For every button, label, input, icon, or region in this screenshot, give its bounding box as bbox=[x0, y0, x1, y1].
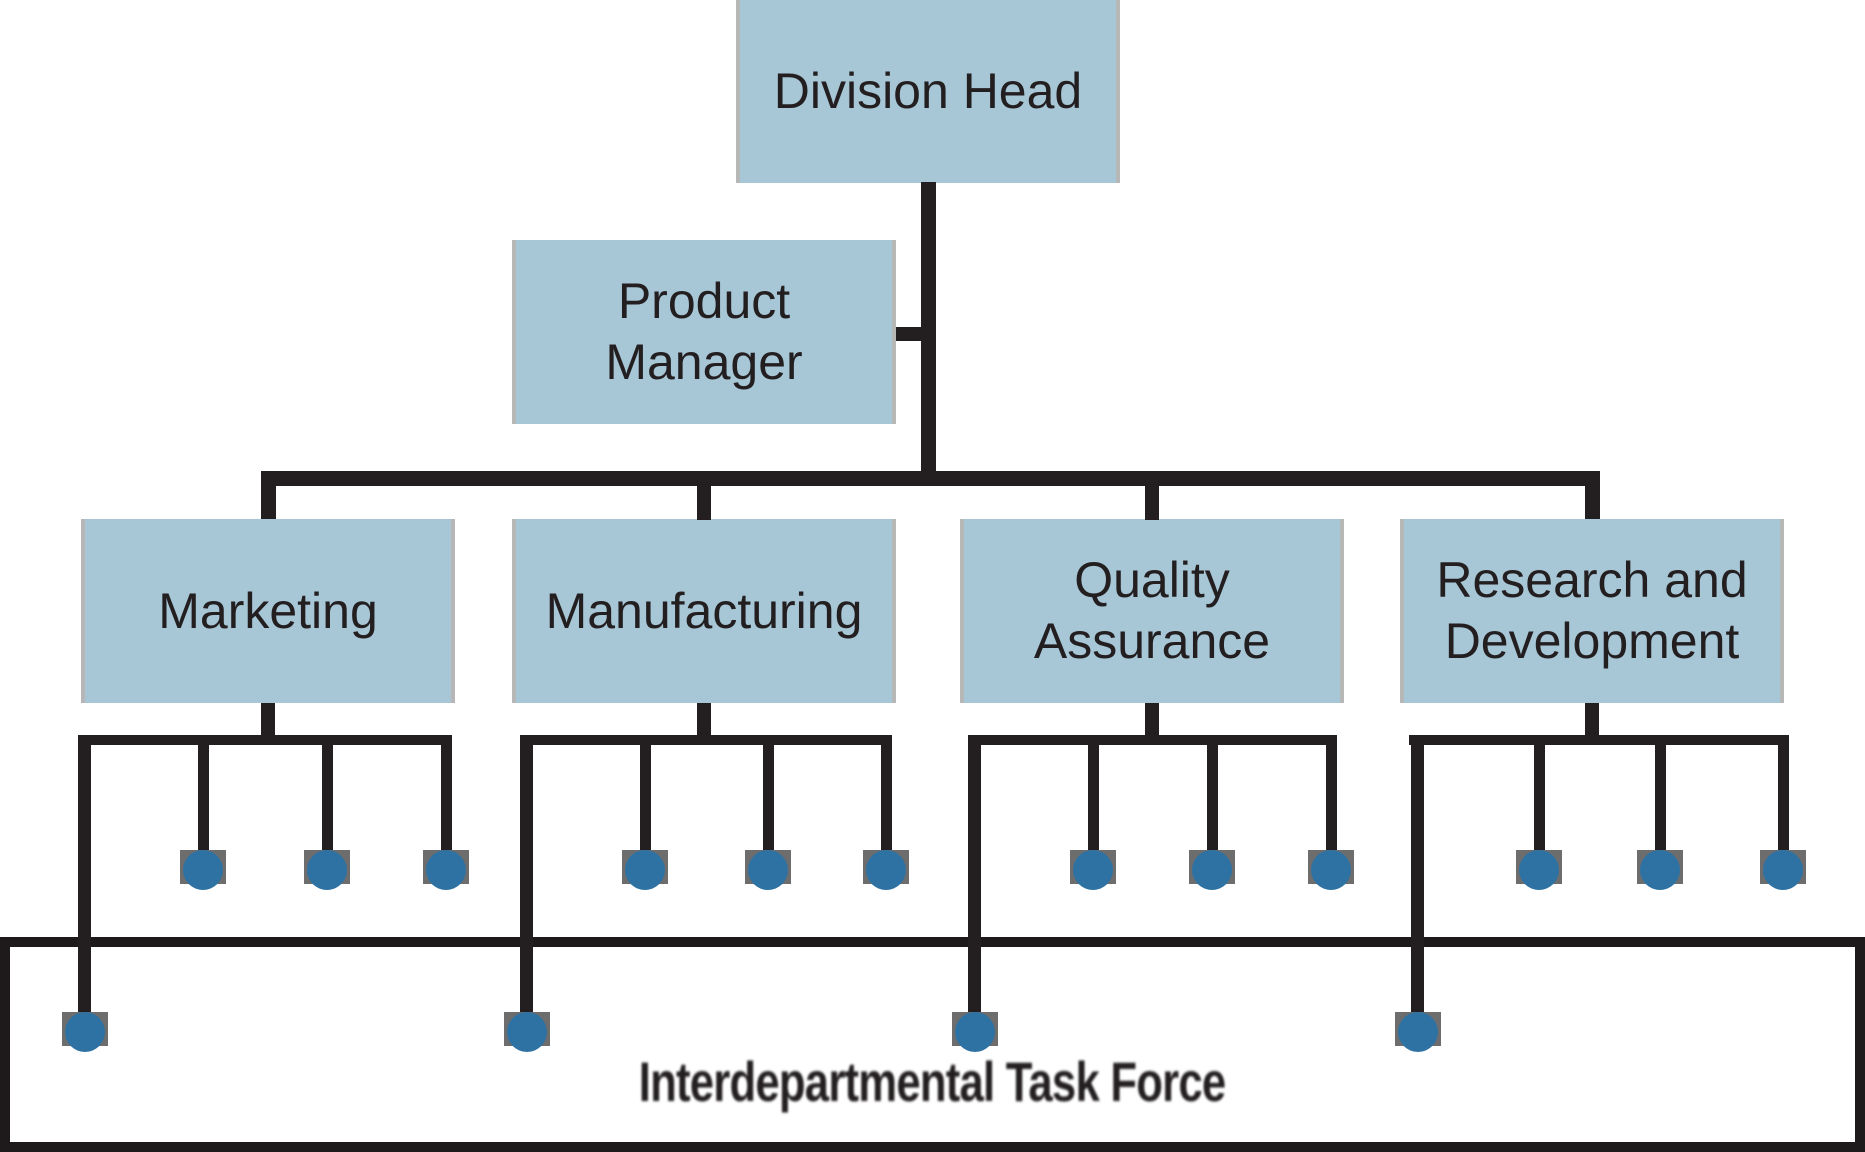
connector-quality-assurance-member-drop-1 bbox=[1088, 745, 1099, 852]
connector-quality-assurance-stub bbox=[1145, 703, 1159, 736]
connector-main-bracket bbox=[261, 471, 1600, 486]
marketing-member-dot-2 bbox=[304, 850, 350, 890]
connector-manufacturing-bracket bbox=[520, 735, 892, 745]
manufacturing-task-force-dot bbox=[504, 1012, 550, 1052]
research-and-development-member-dot-1 bbox=[1516, 850, 1562, 890]
product-manager-label: Product Manager bbox=[605, 273, 803, 390]
node-marketing: Marketing bbox=[81, 519, 455, 703]
marketing-task-force-dot bbox=[62, 1012, 108, 1052]
connector-drop-quality-assurance bbox=[1145, 486, 1159, 520]
dot-blue-circle bbox=[183, 850, 223, 890]
connector-marketing-bracket bbox=[79, 735, 452, 745]
dot-blue-circle bbox=[1398, 1012, 1438, 1052]
node-division-head: Division Head bbox=[736, 0, 1120, 183]
dot-blue-circle bbox=[307, 850, 347, 890]
connector-research-and-development-member-drop-2 bbox=[1655, 745, 1666, 852]
dot-blue-circle bbox=[65, 1012, 105, 1052]
task-force-box bbox=[0, 937, 1865, 1152]
connector-quality-assurance-member-drop-2 bbox=[1207, 745, 1218, 852]
marketing-label: Marketing bbox=[158, 582, 378, 639]
task-force-label: Interdepartmental Task Force bbox=[639, 1050, 1226, 1113]
connector-research-and-development-bracket bbox=[1409, 735, 1789, 745]
marketing-member-dot-3 bbox=[423, 850, 469, 890]
quality-assurance-task-force-dot bbox=[952, 1012, 998, 1052]
dot-blue-circle bbox=[1073, 850, 1113, 890]
connector-product-manager-stub bbox=[896, 327, 929, 341]
dot-blue-circle bbox=[1311, 850, 1351, 890]
node-manufacturing: Manufacturing bbox=[512, 519, 896, 703]
quality-assurance-member-dot-2 bbox=[1189, 850, 1235, 890]
connector-manufacturing-member-drop-2 bbox=[763, 745, 774, 852]
marketing-member-dot-1 bbox=[180, 850, 226, 890]
connector-manufacturing-member-drop-3 bbox=[881, 745, 892, 852]
connector-research-and-development-member-drop-3 bbox=[1778, 745, 1789, 852]
connector-marketing-member-drop-2 bbox=[322, 745, 333, 852]
dot-blue-circle bbox=[426, 850, 466, 890]
connector-research-and-development-task-force-drop bbox=[1411, 735, 1424, 1016]
connector-quality-assurance-task-force-drop bbox=[968, 735, 981, 1016]
dot-blue-circle bbox=[955, 1012, 995, 1052]
node-quality-assurance: Quality Assurance bbox=[960, 519, 1344, 703]
connector-marketing-member-drop-1 bbox=[198, 745, 209, 852]
quality-assurance-member-dot-3 bbox=[1308, 850, 1354, 890]
dot-blue-circle bbox=[748, 850, 788, 890]
dot-blue-circle bbox=[625, 850, 665, 890]
dot-blue-circle bbox=[866, 850, 906, 890]
manufacturing-member-dot-3 bbox=[863, 850, 909, 890]
manufacturing-label: Manufacturing bbox=[545, 582, 863, 639]
quality-assurance-label: Quality Assurance bbox=[1033, 552, 1271, 669]
connector-quality-assurance-member-drop-3 bbox=[1326, 745, 1337, 852]
connector-drop-marketing bbox=[261, 471, 276, 519]
connector-manufacturing-stub bbox=[697, 703, 711, 736]
node-research-and-development: Research and Development bbox=[1400, 519, 1784, 703]
manufacturing-member-dot-1 bbox=[622, 850, 668, 890]
node-product-manager: Product Manager bbox=[512, 240, 896, 424]
dot-blue-circle bbox=[507, 1012, 547, 1052]
connector-quality-assurance-bracket bbox=[968, 735, 1337, 745]
manufacturing-member-dot-2 bbox=[745, 850, 791, 890]
connector-marketing-stub bbox=[261, 703, 275, 736]
connector-research-and-development-stub bbox=[1585, 703, 1599, 736]
dot-blue-circle bbox=[1763, 850, 1803, 890]
connector-drop-manufacturing bbox=[697, 486, 711, 520]
division-head-label: Division Head bbox=[773, 63, 1083, 119]
connector-manufacturing-member-drop-1 bbox=[640, 745, 651, 852]
connector-research-and-development-member-drop-1 bbox=[1534, 745, 1545, 852]
connector-drop-research-and-development bbox=[1585, 471, 1600, 519]
research-and-development-member-dot-3 bbox=[1760, 850, 1806, 890]
research-and-development-member-dot-2 bbox=[1637, 850, 1683, 890]
quality-assurance-member-dot-1 bbox=[1070, 850, 1116, 890]
dot-blue-circle bbox=[1192, 850, 1232, 890]
connector-manufacturing-task-force-drop bbox=[520, 735, 533, 1016]
research-and-development-task-force-dot bbox=[1395, 1012, 1441, 1052]
dot-blue-circle bbox=[1640, 850, 1680, 890]
connector-marketing-member-drop-3 bbox=[441, 745, 452, 852]
research-and-development-label: Research and Development bbox=[1436, 552, 1748, 669]
dot-blue-circle bbox=[1519, 850, 1559, 890]
connector-marketing-task-force-drop bbox=[78, 735, 91, 1016]
